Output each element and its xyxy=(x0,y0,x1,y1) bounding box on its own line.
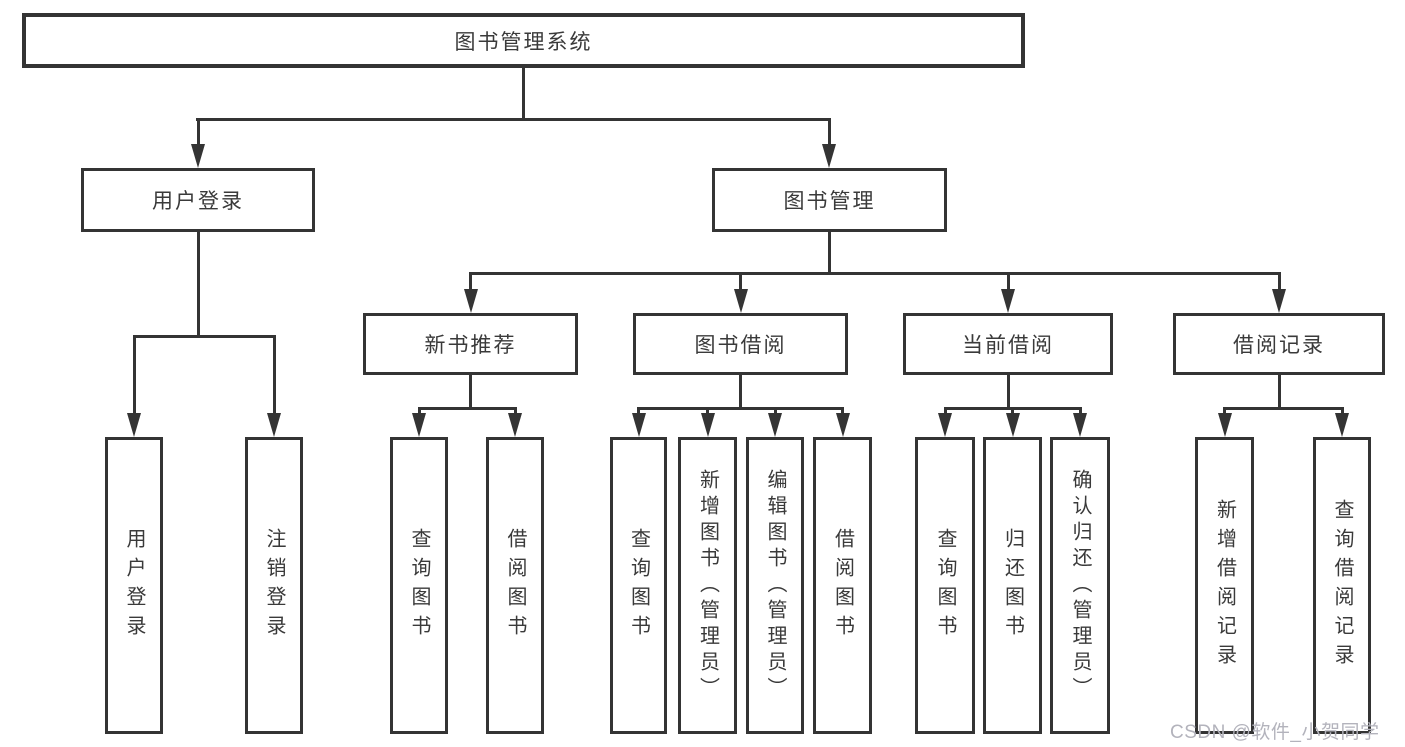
connector-stem-new-book-rec xyxy=(469,375,472,410)
connector-drop-br-query xyxy=(1340,407,1344,415)
connector-bus-book-borrow xyxy=(637,407,844,410)
arrowhead-book-mgmt xyxy=(822,144,836,168)
leaf-bb-borrow-book: 借阅图书 xyxy=(813,437,872,734)
node-current-borrow: 当前借阅 xyxy=(903,313,1113,375)
arrowhead-bb-edit xyxy=(768,413,782,437)
connector-bus-new-book-rec xyxy=(417,407,517,410)
connector-drop-new-book-rec xyxy=(469,272,472,291)
arrowhead-ul-user-login xyxy=(127,413,141,437)
connector-drop-ul-logout xyxy=(272,335,276,415)
connector-drop-book-borrow xyxy=(739,272,742,291)
connector-drop-bb-add xyxy=(706,407,709,415)
leaf-nb-query-book: 查询图书 xyxy=(390,437,448,734)
arrowhead-ul-logout xyxy=(267,413,281,437)
leaf-bb-add-book-label: 新增图书（管理员） xyxy=(696,468,719,703)
node-book-borrow-label: 图书借阅 xyxy=(694,334,787,357)
leaf-logout-label: 注销登录 xyxy=(263,527,285,644)
connector-drop-nb-borrow xyxy=(513,407,517,415)
node-book-borrow: 图书借阅 xyxy=(633,313,848,375)
node-root-label: 图书管理系统 xyxy=(454,30,593,54)
connector-bus-user-login xyxy=(132,335,276,338)
leaf-cb-confirm-return: 确认归还（管理员） xyxy=(1050,437,1110,734)
connector-bus-root xyxy=(196,118,830,121)
node-new-book-rec: 新书推荐 xyxy=(363,313,578,375)
csdn-watermark: CSDN @软件_小贺同学 xyxy=(1170,722,1380,743)
arrowhead-br-add xyxy=(1217,413,1232,437)
leaf-cb-return-book: 归还图书 xyxy=(983,437,1042,734)
leaf-br-add-record: 新增借阅记录 xyxy=(1195,437,1254,734)
node-borrow-record-label: 借阅记录 xyxy=(1233,334,1325,357)
connector-drop-borrow-record xyxy=(1277,272,1281,291)
connector-stem-book-mgmt xyxy=(827,232,831,275)
arrowhead-bb-borrow xyxy=(835,413,850,437)
leaf-bb-query-book: 查询图书 xyxy=(610,437,667,734)
leaf-bb-edit-book-label: 编辑图书（管理员） xyxy=(764,468,786,703)
connector-bus-book-mgmt xyxy=(469,272,1280,275)
connector-drop-ul-user-login xyxy=(132,335,136,415)
arrowhead-cb-return xyxy=(1005,413,1020,437)
node-book-mgmt-label: 图书管理 xyxy=(783,190,876,213)
arrowhead-borrow-record xyxy=(1272,289,1286,313)
connector-stem-user-login xyxy=(196,232,200,338)
leaf-user-login-label: 用户登录 xyxy=(123,527,145,644)
arrowhead-cb-query xyxy=(938,413,952,437)
connector-drop-cb-query xyxy=(943,407,947,415)
connector-drop-bb-query xyxy=(637,407,640,415)
connector-stem-root xyxy=(522,68,525,120)
connector-drop-bb-borrow xyxy=(841,407,844,415)
arrowhead-current-borrow xyxy=(1001,289,1015,313)
node-book-mgmt: 图书管理 xyxy=(712,168,947,232)
leaf-bb-edit-book: 编辑图书（管理员） xyxy=(746,437,804,734)
leaf-bb-query-book-label: 查询图书 xyxy=(627,527,650,644)
arrowhead-cb-confirm xyxy=(1073,413,1087,437)
leaf-br-add-record-label: 新增借阅记录 xyxy=(1213,498,1236,673)
leaf-nb-borrow-book: 借阅图书 xyxy=(486,437,544,734)
connector-stem-book-borrow xyxy=(739,375,742,410)
connector-drop-cb-return xyxy=(1011,407,1014,415)
connector-drop-cb-confirm xyxy=(1078,407,1082,415)
leaf-bb-borrow-book-label: 借阅图书 xyxy=(831,527,854,644)
arrowhead-user-login xyxy=(191,144,205,168)
arrowhead-bb-query xyxy=(631,413,646,437)
leaf-cb-query-book-label: 查询图书 xyxy=(934,527,956,644)
node-borrow-record: 借阅记录 xyxy=(1173,313,1385,375)
leaf-nb-borrow-book-label: 借阅图书 xyxy=(504,527,526,644)
connector-drop-nb-query xyxy=(417,407,421,415)
connector-bus-borrow-record xyxy=(1223,407,1343,410)
connector-drop-br-add xyxy=(1223,407,1226,415)
arrowhead-nb-borrow xyxy=(508,413,522,437)
node-new-book-rec-label: 新书推荐 xyxy=(424,334,517,357)
node-user-login-label: 用户登录 xyxy=(152,190,244,213)
leaf-logout: 注销登录 xyxy=(245,437,303,734)
leaf-bb-add-book: 新增图书（管理员） xyxy=(678,437,737,734)
leaf-br-query-record: 查询借阅记录 xyxy=(1313,437,1371,734)
connector-drop-user-login xyxy=(196,118,200,146)
arrowhead-br-query xyxy=(1335,413,1349,437)
connector-stem-borrow-record xyxy=(1277,375,1281,410)
arrowhead-book-borrow xyxy=(733,289,748,313)
leaf-user-login: 用户登录 xyxy=(105,437,163,734)
node-user-login: 用户登录 xyxy=(81,168,315,232)
connector-drop-bb-edit xyxy=(773,407,777,415)
connector-stem-current-borrow xyxy=(1006,375,1010,410)
leaf-br-query-record-label: 查询借阅记录 xyxy=(1331,498,1353,673)
arrowhead-new-book-rec xyxy=(463,289,478,313)
leaf-nb-query-book-label: 查询图书 xyxy=(408,527,430,644)
arrowhead-bb-add xyxy=(700,413,715,437)
connector-drop-book-mgmt xyxy=(827,118,831,146)
leaf-cb-confirm-return-label: 确认归还（管理员） xyxy=(1069,468,1091,703)
node-current-borrow-label: 当前借阅 xyxy=(962,334,1054,357)
leaf-cb-return-book-label: 归还图书 xyxy=(1001,527,1024,644)
node-root: 图书管理系统 xyxy=(22,13,1025,68)
arrowhead-nb-query xyxy=(412,413,426,437)
connector-drop-current-borrow xyxy=(1006,272,1010,291)
leaf-cb-query-book: 查询图书 xyxy=(915,437,975,734)
